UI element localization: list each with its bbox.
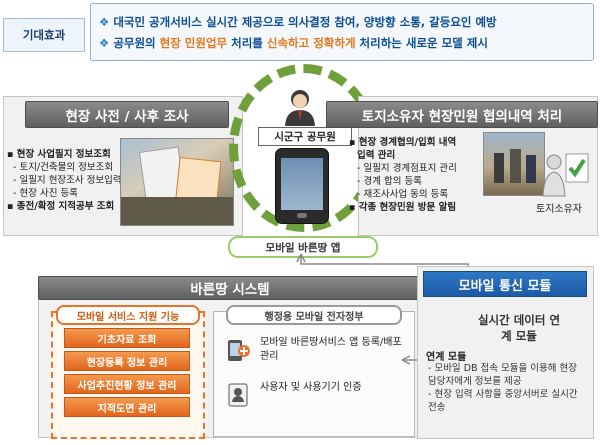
list-item: - 토지/건축물의 정보조회 — [13, 162, 114, 173]
list-item: ▪ 현장 경계협의/입회 내역 — [349, 137, 457, 148]
effect-line-1: ❖대국민 공개서비스 실시간 제공으로 의사결정 참여, 양방향 소통, 갈등요… — [99, 15, 497, 29]
mobile-support-title: 모바일 서비스 지원 기능 — [56, 305, 200, 325]
project-status-button[interactable]: 사업추진현황 정보 관리 — [64, 374, 190, 394]
landowner-caption: 토지소유자 — [536, 204, 582, 215]
user-auth-text: 사용자 및 사용기기 인증 — [260, 382, 362, 393]
list-item: ▪ 종전/확정 지적공부 조회 — [7, 201, 115, 212]
list-item: 입력 관리 — [357, 150, 396, 161]
link-module-list: - 모바일 DB 접속 모듈을 이용해 현장 담당자에게 정보를 제공 - 현장… — [428, 362, 588, 414]
list-item: - 일필지 현장조사 정보입력 — [13, 175, 122, 186]
effect-line-2: ❖공무원의 현장 민원업무 처리를 신속하고 정확하게 처리하는 새로운 모델 … — [99, 36, 488, 50]
bullet-icon: ▪ — [7, 201, 17, 212]
official-person-icon — [282, 88, 318, 126]
cadastral-map-button[interactable]: 지적도면 관리 — [64, 397, 190, 417]
list-item: - 현장 입력 사항을 중앙서버로 실시간 전송 — [428, 389, 578, 413]
list-item: - 재조사사업 동의 등록 — [357, 189, 449, 200]
person-figure — [526, 155, 536, 183]
list-item: ▪ 현장 사업필지 정보조회 — [7, 149, 111, 160]
basic-data-button[interactable]: 기초자료 조회 — [64, 328, 190, 348]
phone-screen — [281, 158, 323, 210]
admin-egov-title: 행정용 모바일 전자정부 — [226, 305, 402, 325]
link-module-label: 연계 모듈 — [426, 352, 467, 363]
expected-effect-label: 기대효과 — [3, 18, 85, 52]
realtime-module-text: 실시간 데이터 연계 모듈 — [477, 313, 561, 343]
field-survey-title: 현장 사전 / 사후 조사 — [25, 101, 229, 128]
diamond-bullet-icon: ❖ — [99, 15, 110, 29]
field-meeting-photo — [483, 132, 545, 196]
app-deploy-icon — [225, 337, 251, 363]
ground-area — [121, 197, 233, 225]
admin-egov-box — [213, 311, 415, 437]
expected-effect-box: ❖대국민 공개서비스 실시간 제공으로 의사결정 참여, 양방향 소통, 갈등요… — [90, 3, 594, 61]
list-item: - 경계 합의 등록 — [357, 176, 422, 187]
bullet-icon: ▪ — [7, 149, 17, 160]
list-item: - 모바일 DB 접속 모듈을 이용해 현장 담당자에게 정보를 제공 — [428, 363, 577, 387]
owner-consultation-title: 토지소유자 현장민원 협의내역 처리 — [326, 101, 598, 128]
smartphone-icon — [275, 148, 329, 224]
system-title: 바른땅 시스템 — [38, 276, 422, 300]
mobile-comm-title: 모바일 통신 모듈 — [423, 271, 587, 297]
person-figure — [510, 149, 521, 183]
field-survey-photo — [120, 138, 234, 226]
user-auth-icon — [225, 382, 251, 408]
officer-label: 시군구 공무원 — [258, 127, 352, 146]
diamond-bullet-icon: ❖ — [99, 36, 110, 50]
field-registration-button[interactable]: 현장등록 정보 관리 — [64, 351, 190, 371]
list-item: ▪ 각종 현장민원 방문 알림 — [349, 202, 457, 213]
owner-consultation-list: ▪ 현장 경계협의/입회 내역 입력 관리 - 일필지 경계점표지 관리 - 경… — [349, 136, 489, 214]
landowner-figure-icon — [538, 150, 592, 198]
bullet-icon: ▪ — [349, 137, 359, 148]
list-item: - 현장 사진 등록 — [13, 188, 78, 199]
list-item: - 일필지 경계점표지 관리 — [357, 163, 457, 174]
bullet-icon: ▪ — [349, 202, 359, 213]
person-figure — [494, 153, 504, 183]
field-survey-list: ▪ 현장 사업필지 정보조회 - 토지/건축물의 정보조회 - 일필지 현장조사… — [7, 148, 122, 213]
home-button-icon — [297, 213, 307, 218]
app-deploy-text: 모바일 바른땅서비스 앱 등록/배포 관리 — [260, 337, 402, 362]
